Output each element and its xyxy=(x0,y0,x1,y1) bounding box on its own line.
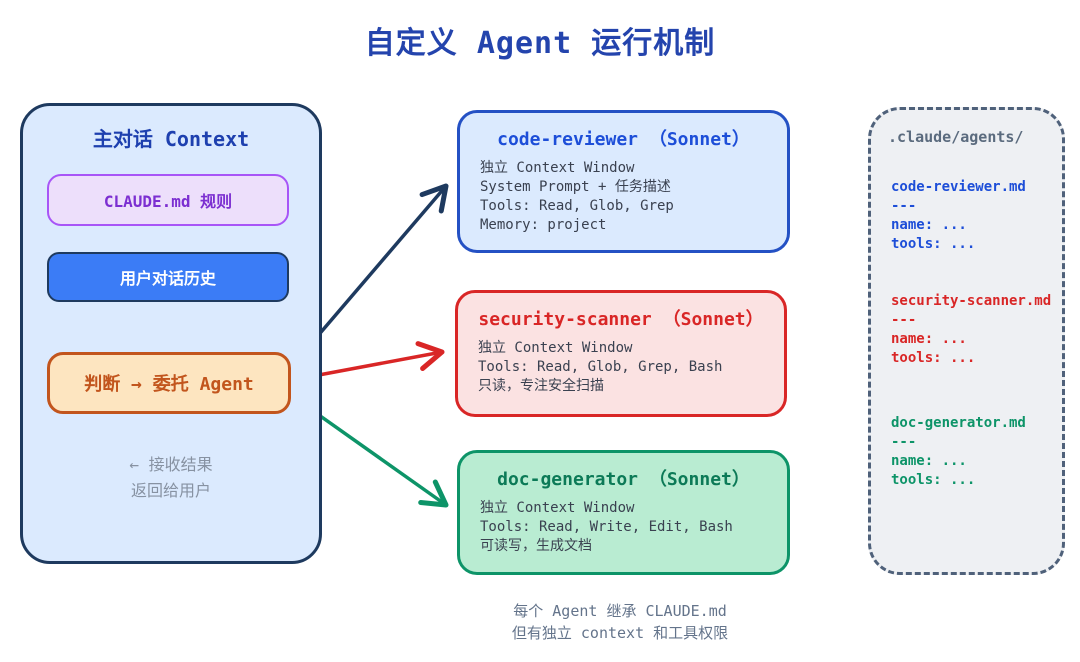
agent-details-code-reviewer: 独立 Context Window System Prompt + 任务描述 T… xyxy=(480,159,787,235)
agent-detail-line: Memory: project xyxy=(480,217,607,233)
footnote-line1: 每个 Agent 继承 CLAUDE.md xyxy=(513,602,727,620)
agent-detail-line: Tools: Read, Glob, Grep xyxy=(480,198,674,214)
receive-result-text: ← 接收结果 返回给用户 xyxy=(23,452,319,504)
agent-detail-line: 可读写，生成文档 xyxy=(480,538,592,554)
agent-detail-line: 独立 Context Window xyxy=(478,340,633,356)
agent-title-security-scanner: security-scanner （Sonnet） xyxy=(478,309,764,330)
agent-details-doc-generator: 独立 Context Window Tools: Read, Write, Ed… xyxy=(480,499,787,556)
page-title: 自定义 Agent 运行机制 xyxy=(364,26,716,61)
agent-box-security-scanner: security-scanner （Sonnet） 独立 Context Win… xyxy=(455,290,787,417)
agent-detail-line: 独立 Context Window xyxy=(480,160,635,176)
file-entry-security-scanner: security-scanner.md --- name: ... tools:… xyxy=(891,292,1051,368)
agent-detail-line: 独立 Context Window xyxy=(480,500,635,516)
receive-result-line1: ← 接收结果 xyxy=(129,455,213,474)
agent-detail-line: 只读，专注安全扫描 xyxy=(478,378,604,394)
file-field-name: name: ... xyxy=(891,331,967,347)
user-history-label: 用户对话历史 xyxy=(119,269,216,288)
agent-detail-line: System Prompt + 任务描述 xyxy=(480,179,671,195)
file-name: security-scanner.md xyxy=(891,293,1052,309)
agent-detail-line: Tools: Read, Glob, Grep, Bash xyxy=(478,359,723,375)
footnote-line2: 但有独立 context 和工具权限 xyxy=(511,624,729,642)
agents-folder-panel: .claude/agents/ code-reviewer.md --- nam… xyxy=(868,107,1065,575)
main-context-heading: 主对话 Context xyxy=(92,127,250,151)
file-field-tools: tools: ... xyxy=(891,350,976,366)
file-separator: --- xyxy=(891,434,917,450)
claude-md-rules-box: CLAUDE.md 规则 xyxy=(47,174,289,226)
file-name: doc-generator.md xyxy=(891,415,1026,431)
file-entry-code-reviewer: code-reviewer.md --- name: ... tools: ..… xyxy=(891,178,1026,254)
file-field-name: name: ... xyxy=(891,217,967,233)
agents-folder-heading: .claude/agents/ xyxy=(888,128,1024,146)
agent-title-code-reviewer: code-reviewer （Sonnet） xyxy=(497,129,750,150)
claude-md-rules-label: CLAUDE.md 规则 xyxy=(103,192,233,211)
agent-details-security-scanner: 独立 Context Window Tools: Read, Glob, Gre… xyxy=(478,339,784,396)
file-separator: --- xyxy=(891,312,917,328)
file-entry-doc-generator: doc-generator.md --- name: ... tools: ..… xyxy=(891,414,1026,490)
footnote-caption: 每个 Agent 继承 CLAUDE.md 但有独立 context 和工具权限 xyxy=(390,600,850,644)
file-separator: --- xyxy=(891,198,917,214)
user-history-box: 用户对话历史 xyxy=(47,252,289,302)
main-context-panel: 主对话 Context CLAUDE.md 规则 用户对话历史 判断 → 委托 … xyxy=(20,103,322,564)
file-name: code-reviewer.md xyxy=(891,179,1026,195)
agent-box-doc-generator: doc-generator （Sonnet） 独立 Context Window… xyxy=(457,450,790,575)
file-field-name: name: ... xyxy=(891,453,967,469)
agent-detail-line: Tools: Read, Write, Edit, Bash xyxy=(480,519,733,535)
agent-title-doc-generator: doc-generator （Sonnet） xyxy=(497,469,750,490)
file-field-tools: tools: ... xyxy=(891,472,976,488)
delegate-agent-label: 判断 → 委托 Agent xyxy=(84,374,254,395)
receive-result-line2: 返回给用户 xyxy=(130,481,211,500)
file-field-tools: tools: ... xyxy=(891,236,976,252)
agent-box-code-reviewer: code-reviewer （Sonnet） 独立 Context Window… xyxy=(457,110,790,253)
delegate-agent-box: 判断 → 委托 Agent xyxy=(47,352,291,414)
